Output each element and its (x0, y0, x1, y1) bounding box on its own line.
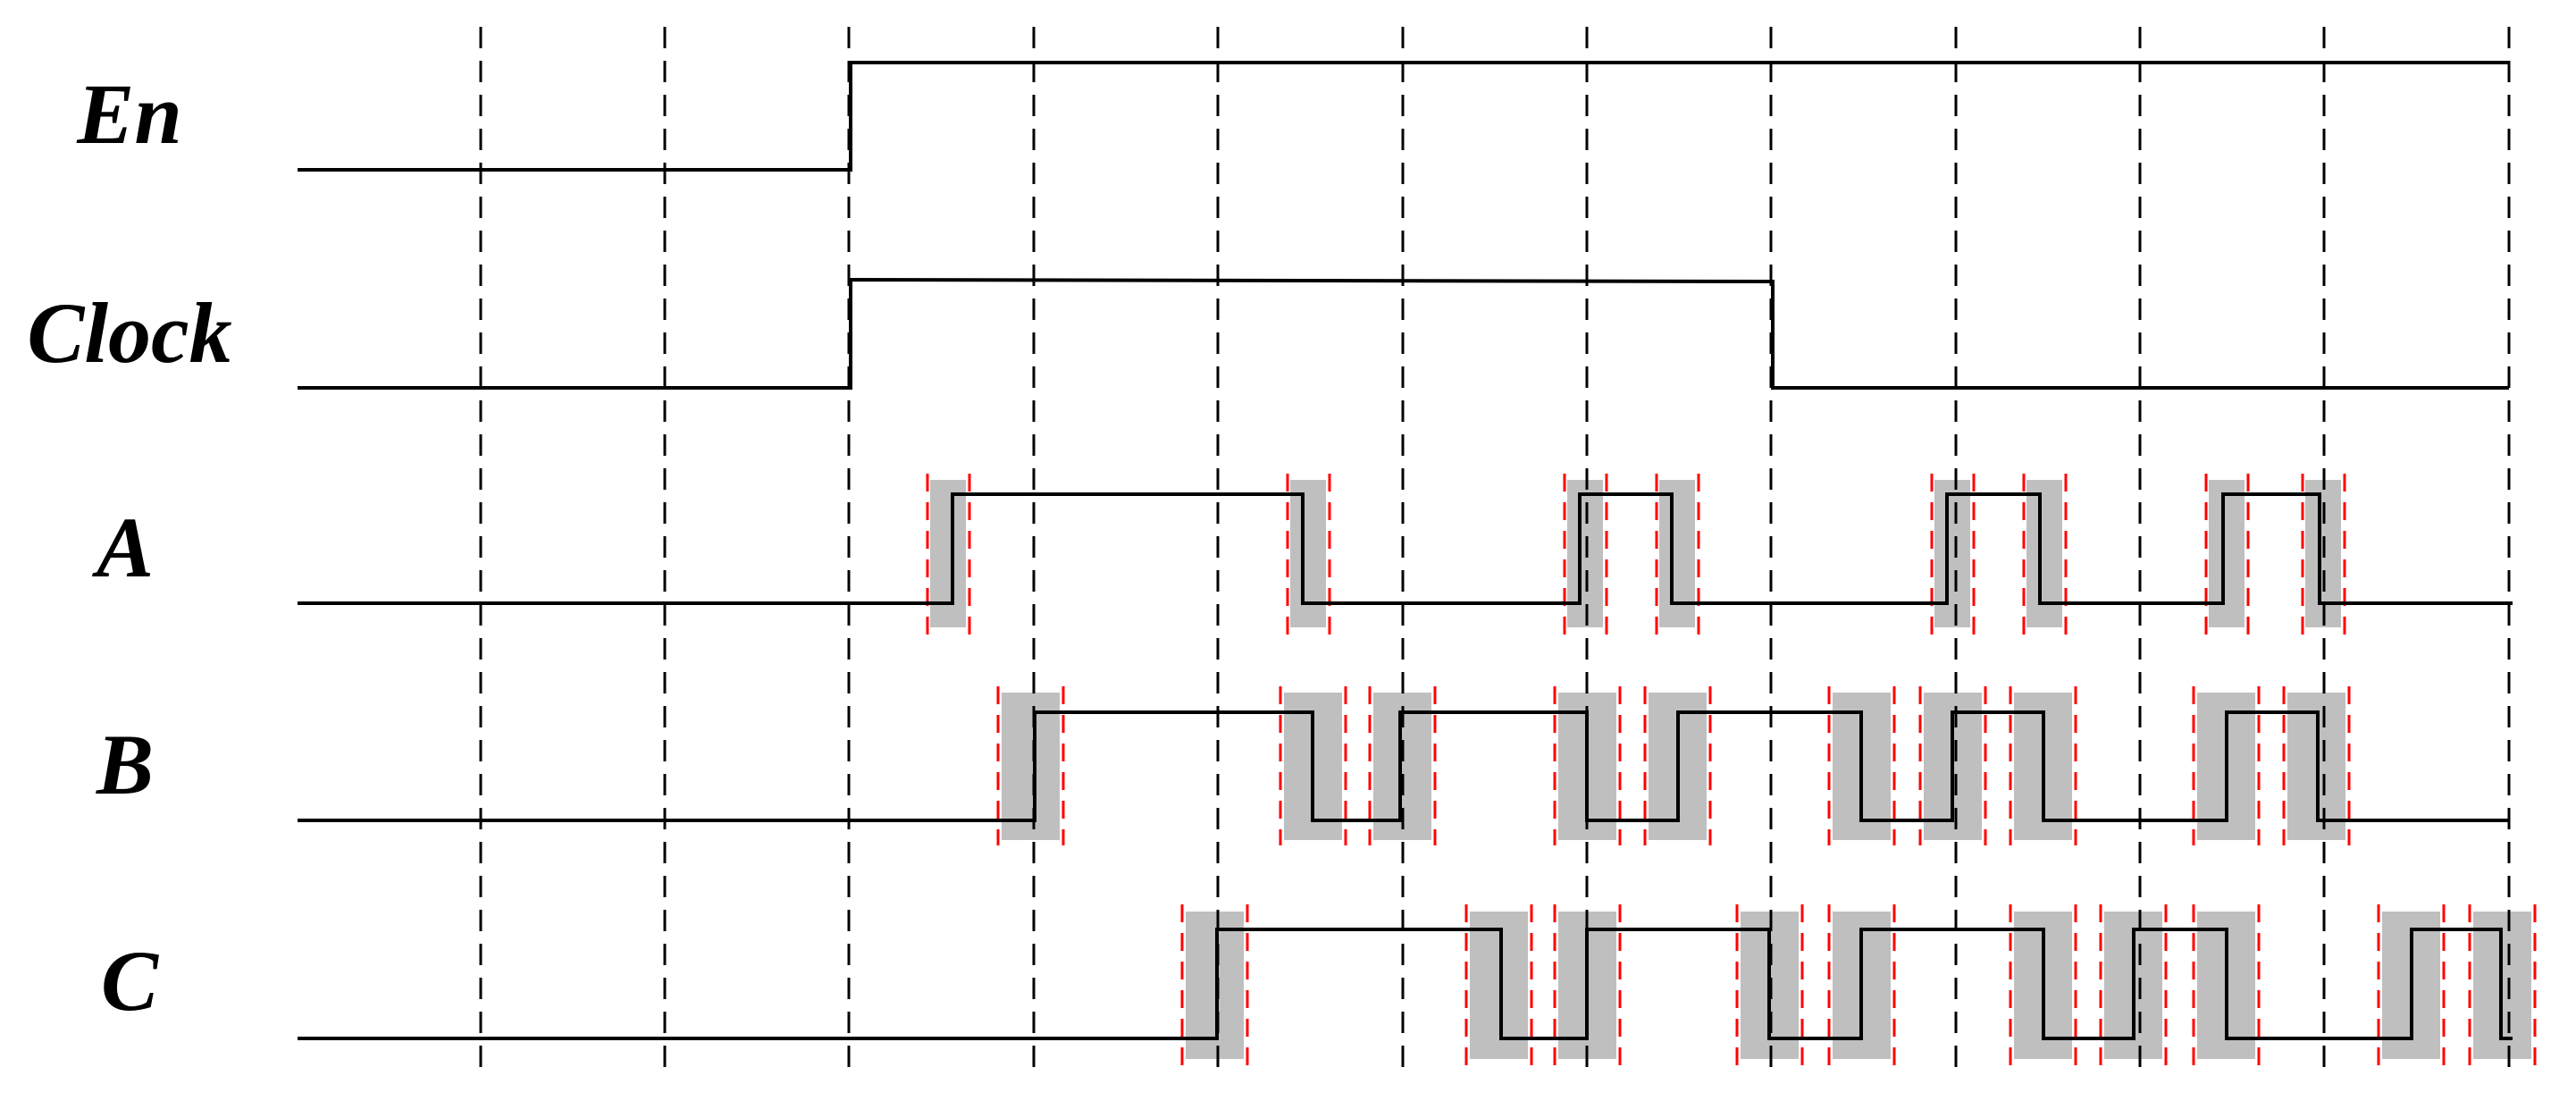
waveform-a (298, 492, 2513, 605)
band-a-4 (1659, 480, 1695, 627)
band-a-2 (1290, 480, 1326, 627)
label-b: B (96, 717, 154, 812)
waveforms (298, 61, 2513, 1040)
band-c-1 (1186, 912, 1244, 1059)
waveform-c (298, 928, 2513, 1040)
band-a-3 (1567, 480, 1603, 627)
time-grid (479, 27, 2511, 1077)
transition-bands (930, 480, 2531, 1059)
signal-labels: En Clock A B C (27, 66, 231, 1029)
label-en: En (76, 66, 181, 162)
band-c-2 (1470, 912, 1528, 1059)
band-a-7 (2209, 480, 2245, 627)
waveform-clock (298, 277, 2509, 390)
waveform-en (298, 61, 2509, 172)
band-a-1 (930, 480, 966, 627)
label-c: C (101, 933, 159, 1029)
waveform-b (298, 710, 2509, 822)
label-clock: Clock (27, 285, 231, 381)
band-a-6 (2026, 480, 2062, 627)
label-a: A (92, 500, 154, 595)
band-b-1 (1002, 693, 1060, 840)
band-a-5 (1934, 480, 1970, 627)
